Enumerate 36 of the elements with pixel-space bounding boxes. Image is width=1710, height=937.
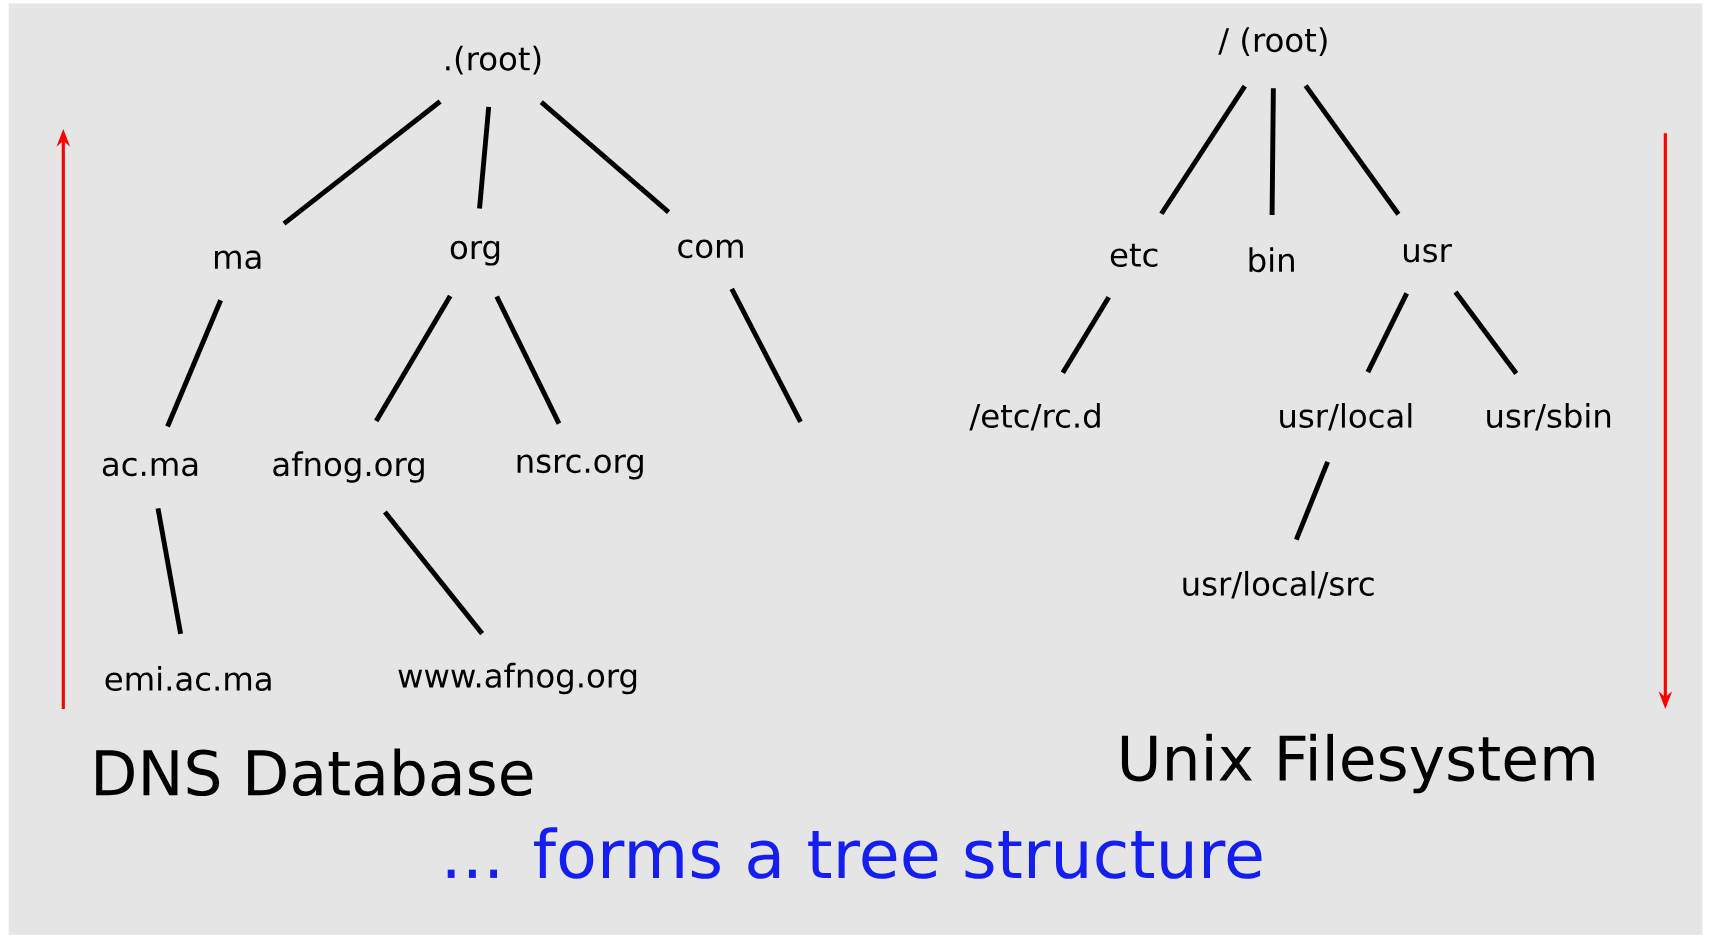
- node-label: nsrc.org: [517, 454, 643, 480]
- caption: ... forms a tree structure: [447, 827, 1262, 879]
- node-label: usr: [1403, 243, 1452, 263]
- node-label: emi.ac.ma: [105, 666, 271, 691]
- node-label: org: [450, 240, 500, 266]
- node-label: etc: [1110, 243, 1158, 267]
- node-label: www.afnog.org: [398, 662, 637, 695]
- tree-line: [1060, 296, 1111, 374]
- tree-line: [1159, 84, 1247, 216]
- tree-line: [1269, 88, 1276, 215]
- tree-line: [155, 507, 184, 635]
- node-label: com: [678, 239, 743, 259]
- tree-line: [477, 106, 492, 209]
- node-label: afnog.org: [273, 451, 424, 483]
- tree-line: [729, 287, 803, 423]
- tree-line: [539, 100, 671, 214]
- node-label: / (root): [1218, 27, 1327, 56]
- node-label: ac.ma: [102, 457, 198, 477]
- heading: DNS Database: [96, 748, 533, 797]
- node-label: usr/local/src: [1183, 570, 1374, 599]
- node-label: bin: [1249, 247, 1294, 273]
- node-label: usr/sbin: [1487, 403, 1611, 431]
- tree-line: [1365, 292, 1409, 374]
- tree-line: [1453, 290, 1519, 375]
- tree-line: [282, 99, 442, 226]
- tree-line: [382, 510, 485, 636]
- node-label: ma: [215, 250, 261, 270]
- tree-line: [374, 294, 453, 423]
- tree-line: [165, 299, 223, 428]
- tree-line: [494, 295, 562, 425]
- node-label: /etc/rc.d: [969, 403, 1100, 431]
- node-label: usr/local: [1280, 403, 1412, 431]
- tree-line: [1294, 461, 1330, 541]
- tree-line: [1303, 84, 1401, 216]
- heading: Unix Filesystem: [1121, 733, 1594, 794]
- node-label: .(root): [446, 45, 541, 75]
